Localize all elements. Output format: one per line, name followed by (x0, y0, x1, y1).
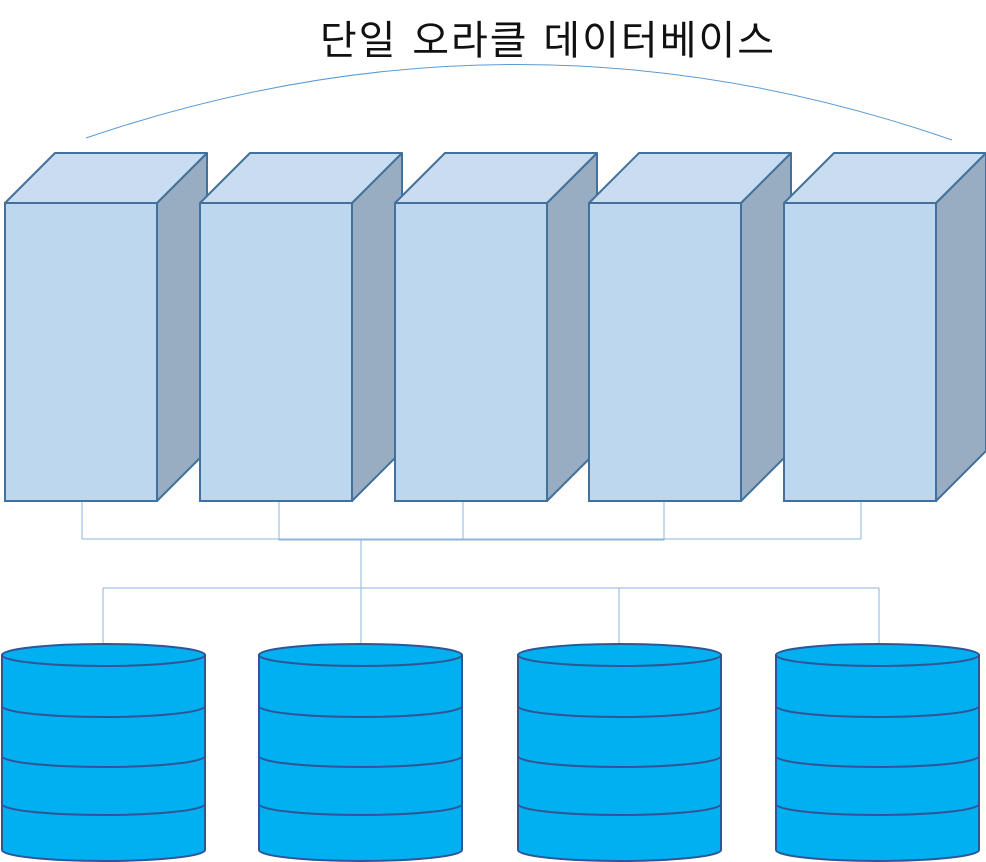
server-front-face (199, 202, 353, 502)
disk-body (775, 654, 980, 862)
disk-band (775, 705, 980, 718)
disk-top (775, 643, 980, 667)
server-front-face (4, 202, 158, 502)
server-node (4, 152, 208, 502)
cluster-brace-arc (85, 64, 953, 141)
server-nodes (4, 152, 986, 502)
disk-band (517, 803, 722, 816)
server-node (783, 152, 986, 502)
server-side-face (935, 152, 986, 502)
disk-band (517, 705, 722, 718)
disk-band (1, 705, 206, 718)
server-front-face (394, 202, 548, 502)
server-node (199, 152, 403, 502)
disk-band (517, 755, 722, 768)
disk-body (258, 654, 463, 862)
disk-band (775, 755, 980, 768)
storage-disk (1, 643, 206, 862)
server-front-face (783, 202, 937, 502)
server-node (394, 152, 598, 502)
disk-band (258, 705, 463, 718)
storage-disk (517, 643, 722, 862)
disk-band (775, 803, 980, 816)
disk-band (1, 755, 206, 768)
disk-top (517, 643, 722, 667)
server-bus-bracket (278, 501, 665, 541)
disk-top (1, 643, 206, 667)
storage-disk (775, 643, 980, 862)
interconnect-lines (81, 501, 880, 643)
server-node (588, 152, 792, 502)
storage-disks (1, 643, 980, 862)
disk-body (1, 654, 206, 862)
diagram-title: 단일 오라클 데이터베이스 (319, 18, 777, 64)
disk-band (258, 755, 463, 768)
disk-body (517, 654, 722, 862)
disk-top (258, 643, 463, 667)
server-front-face (588, 202, 742, 502)
disk-band (1, 803, 206, 816)
storage-disk (258, 643, 463, 862)
disk-band (258, 803, 463, 816)
